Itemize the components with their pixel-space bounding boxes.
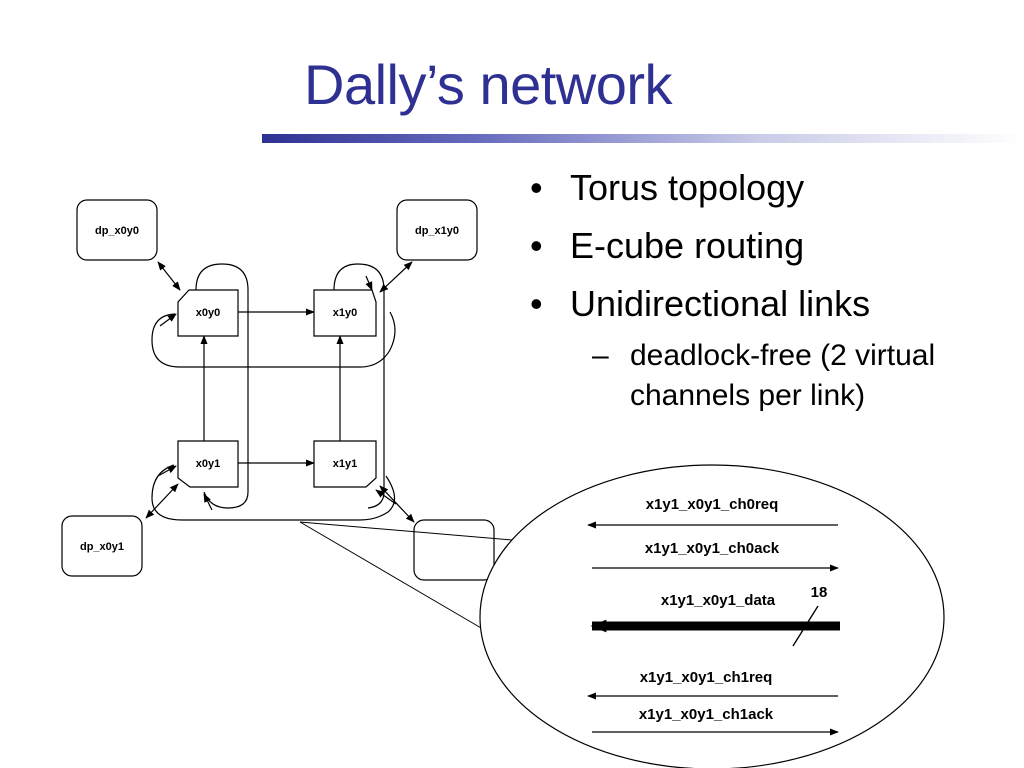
dataport-links	[145, 261, 415, 523]
label-dp-x0y1: dp_x0y1	[80, 541, 124, 553]
node-dp-x1y1-partial	[413, 519, 495, 581]
dplink-x1y0	[379, 261, 413, 293]
callout-line-bottom	[299, 521, 489, 633]
node-x0y1	[177, 440, 239, 488]
bullet-e-cube-routing: E-cube routing	[530, 226, 1010, 267]
bullet-unidirectional-links: Unidirectional links	[530, 284, 1010, 325]
wrap-loop-col-x0	[195, 263, 249, 509]
wrap-arrow-x0y0-in	[159, 313, 177, 327]
title-underline	[262, 134, 1024, 143]
sub-bullet-dash: –	[592, 339, 609, 372]
dataport-nodes	[61, 199, 495, 581]
dplink-x0y0	[157, 261, 181, 291]
callout-line-top	[299, 521, 513, 541]
label-dp-x1y0: dp_x1y0	[415, 225, 459, 237]
dplink-x1y1	[379, 485, 415, 523]
node-dp-x1y0	[396, 199, 478, 261]
sub-bullet-text: deadlock-free (2 virtual channels per li…	[630, 339, 936, 412]
zoom-signals	[587, 521, 840, 736]
signal-ch0ack-label: x1y1_x0y1_ch0ack	[645, 540, 780, 557]
bullet-torus-topology: Torus topology	[530, 168, 1010, 209]
label-dp-x0y0: dp_x0y0	[95, 225, 139, 237]
bullet-list: Torus topology E-cube routing Unidirecti…	[530, 168, 1010, 416]
label-x0y0: x0y0	[196, 307, 220, 319]
bus-width-slash	[792, 605, 819, 647]
node-x1y0	[313, 289, 377, 337]
signal-ch1ack-label: x1y1_x0y1_ch1ack	[639, 706, 774, 723]
signal-ch0req-label: x1y1_x0y1_ch0req	[646, 496, 779, 513]
zoom-ellipse	[479, 464, 945, 768]
wrap-loop-row-y0	[151, 311, 396, 368]
node-dp-x0y0	[76, 199, 158, 261]
router-nodes	[177, 289, 377, 488]
wrap-arrow-x1y0-in	[365, 275, 373, 291]
label-x1y1: x1y1	[333, 458, 357, 470]
node-dp-x0y1	[61, 515, 143, 577]
bus-width-label: 18	[811, 584, 828, 601]
signal-data-label: x1y1_x0y1_data	[661, 592, 776, 609]
node-x1y1	[313, 440, 377, 488]
sub-bullet-deadlock-free: –deadlock-free (2 virtual channels per l…	[530, 336, 1010, 416]
dplink-x0y1	[145, 483, 179, 519]
slide-title: Dally’s network	[304, 53, 673, 116]
label-x1y0: x1y0	[333, 307, 357, 319]
torus-links	[157, 275, 397, 511]
wrap-arrow-x0y1-in	[157, 465, 177, 477]
wrap-arrow-x0y1-bottom	[203, 493, 213, 511]
signal-ch1req-label: x1y1_x0y1_ch1req	[640, 669, 773, 686]
zoom-callout	[299, 464, 945, 768]
node-x0y0	[177, 289, 239, 337]
label-x0y1: x0y1	[196, 458, 220, 470]
